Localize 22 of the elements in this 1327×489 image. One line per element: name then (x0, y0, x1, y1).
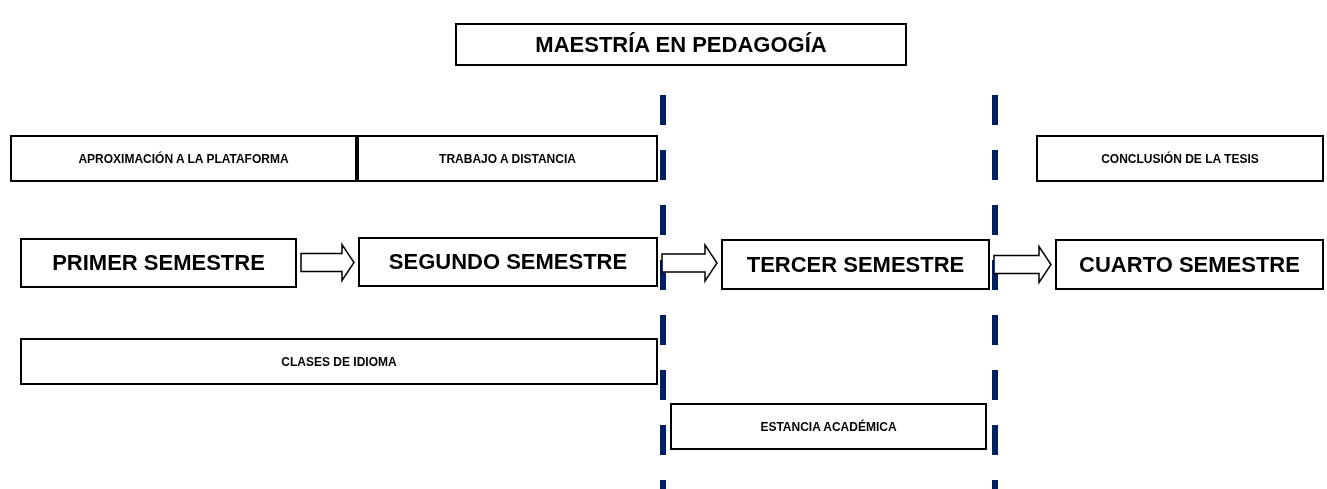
box-label: CLASES DE IDIOMA (281, 354, 397, 369)
box-label: TRABAJO A DISTANCIA (439, 151, 576, 166)
activity-box (357, 135, 658, 182)
box-label: PRIMER SEMESTRE (52, 250, 265, 276)
block-arrow (300, 242, 355, 283)
box-label: CUARTO SEMESTRE (1079, 251, 1300, 278)
box-label: ESTANCIA ACADÉMICA (760, 419, 897, 434)
box-label: TERCER SEMESTRE (746, 251, 965, 278)
semester-box (358, 237, 658, 287)
box-label: SEGUNDO SEMESTRE (388, 249, 628, 275)
block-arrow (993, 244, 1052, 285)
activity-box (10, 135, 357, 182)
box-label: CONCLUSIÓN DE LA TESIS (1101, 151, 1259, 166)
semester-box (20, 238, 297, 288)
semester-box (721, 239, 990, 290)
block-arrow (661, 242, 718, 284)
activity-box (1036, 135, 1324, 182)
title-box: MAESTRÍA EN PEDAGOGÍA (455, 23, 907, 66)
activity-box (20, 338, 658, 385)
box-label: APROXIMACIÓN A LA PLATAFORMA (78, 151, 289, 166)
semester-box (1055, 239, 1324, 290)
activity-box (670, 403, 987, 450)
